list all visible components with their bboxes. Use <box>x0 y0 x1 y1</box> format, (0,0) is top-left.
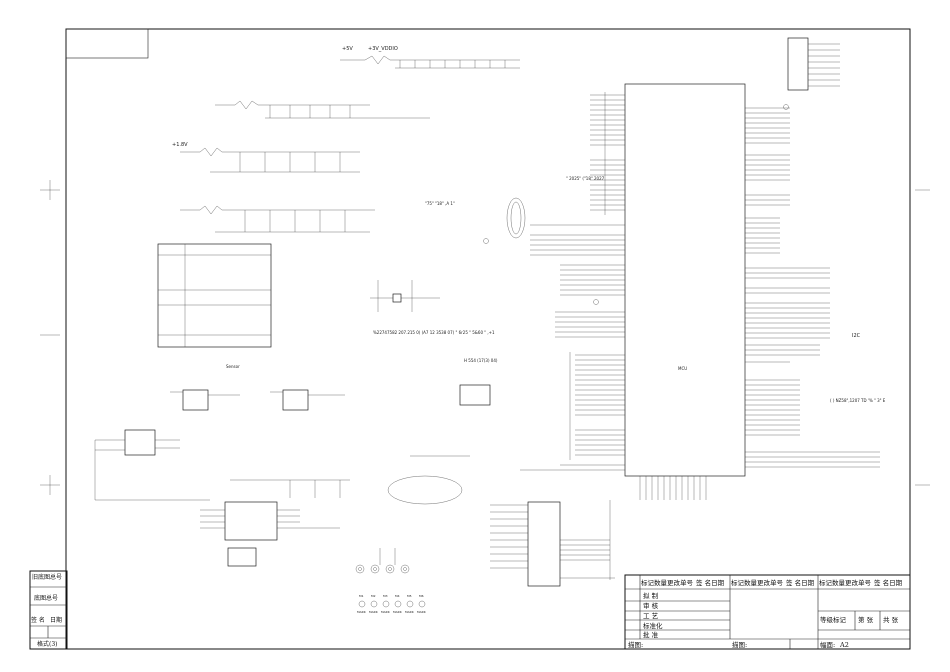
side-label-old-base: 旧底图总号 <box>32 573 62 581</box>
role-approver: 批 准 <box>643 630 659 639</box>
fiducial-ref: M1 <box>359 594 364 598</box>
role-standards: 标准化 <box>643 621 663 630</box>
i2c-label: I2C <box>852 333 861 339</box>
power-filter-row-2 <box>215 100 430 119</box>
mcu-bottom-pins <box>639 476 707 500</box>
part-note-5: ( ) NZ58",1207 TD '% " 3" E <box>830 398 886 403</box>
side-label-base: 底图总号 <box>34 594 58 602</box>
net-vddio: +3V_VDDIO <box>368 46 398 52</box>
fiducial-label: MARK <box>381 610 391 614</box>
tracer-label-2: 描图: <box>732 640 747 649</box>
drawing-frame <box>65 28 911 650</box>
title-header-row: 标记数量更改单号签 名日期 <box>641 578 725 587</box>
fiducial-label: MARK <box>393 610 403 614</box>
part-note-1: " 2025" ("18" 2027 <box>566 176 605 181</box>
net-1v8: +1.8V <box>172 142 188 148</box>
corner-box <box>65 28 149 59</box>
fiducial-label: MARK <box>369 610 379 614</box>
footer-format-label: 格式(3) <box>37 640 58 648</box>
power-filter-row-3: +1.8V <box>172 142 360 173</box>
ldo-ic-2 <box>182 389 209 411</box>
io-connectors <box>355 548 410 574</box>
mcu-right-pins <box>745 107 880 468</box>
fiducial-label: MARK <box>405 610 415 614</box>
fiducial-marks <box>358 600 426 608</box>
test-point <box>783 104 789 110</box>
memory-ic <box>527 501 561 587</box>
ldo-ic-1 <box>124 429 156 456</box>
role-process: 工 艺 <box>643 612 659 620</box>
bottom-wires <box>94 391 625 580</box>
fiducial-ref: M5 <box>407 594 412 598</box>
mcu-label: MCU <box>678 366 687 371</box>
net-5v: +5V <box>342 46 353 52</box>
crystal-circuit <box>370 280 440 312</box>
fiducial-label: MARK <box>417 610 427 614</box>
sensor-label: Sensor <box>226 364 240 369</box>
fiducial-ref: M6 <box>419 594 424 598</box>
fiducial-ref: M2 <box>371 594 376 598</box>
sheet-total-label: 共 张 <box>883 615 899 624</box>
part-note-4: H 554 (17(3) 04) <box>464 358 498 363</box>
role-drafter: 拟 制 <box>643 591 659 600</box>
mcu-left-pins <box>530 94 625 456</box>
sensor-connector <box>787 37 840 91</box>
test-point <box>483 238 489 244</box>
fiducial-ref: M3 <box>383 594 388 598</box>
title-header-row: 标记数量更改单号签 名日期 <box>819 578 903 587</box>
ldo-ic-3 <box>282 389 309 411</box>
part-note-2: "75" "18" ,A 1" <box>425 201 455 206</box>
part-note-3: %22747582 207.215 0( (A7 12 3538 07) " 6… <box>373 330 495 335</box>
mcu-ic <box>624 83 746 477</box>
audio-codec-ic <box>224 501 278 541</box>
oscillator <box>227 547 257 567</box>
level-shifter-ic <box>459 384 491 406</box>
title-block <box>624 574 911 650</box>
power-filter-row-1: +5V +3V_VDDIO <box>340 46 520 69</box>
side-label-date: 日期 <box>50 616 62 624</box>
side-title-block <box>29 570 68 650</box>
sheet-size-value: A2 <box>839 641 849 649</box>
role-checker: 审 核 <box>643 601 659 610</box>
mounting-hole-outline <box>387 475 463 505</box>
side-label-sign: 签 名 <box>31 616 45 624</box>
ferrite-ring <box>506 197 526 239</box>
tracer-label: 描图: <box>628 640 643 649</box>
fiducial-label: MARK <box>357 610 367 614</box>
power-filter-row-4 <box>180 205 375 233</box>
notes-table <box>157 243 272 348</box>
sheet-number-label: 第 张 <box>858 615 874 624</box>
title-header-row: 标记数量更改单号签 名日期 <box>731 578 815 587</box>
sheet-size-label: 幅面: <box>820 640 835 649</box>
fiducial-ref: M4 <box>395 594 400 598</box>
grade-mark-label: 等级标记 <box>820 615 847 624</box>
test-point <box>593 299 599 305</box>
